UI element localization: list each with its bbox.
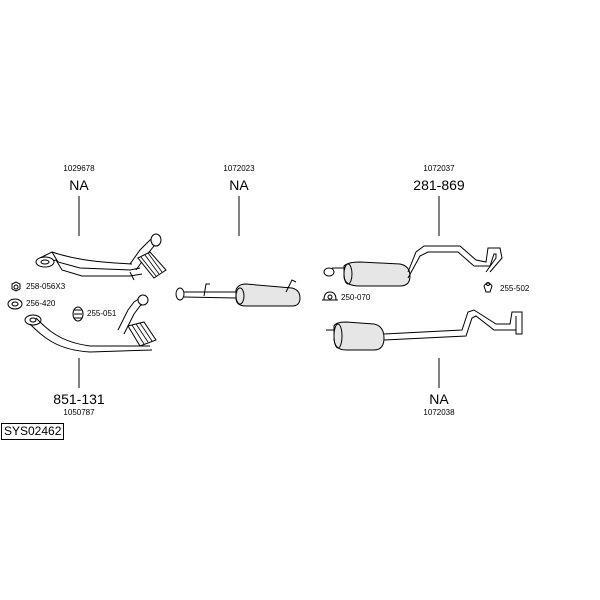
clamp-rear-part [483,282,493,293]
clamp-center-part [322,291,338,301]
center-muffler [175,279,301,307]
system-code-box: SYS02462 [1,423,65,441]
front-pipe-upper-number: NA [69,177,89,193]
rear-muffler-lower-code: 1072038 [423,408,455,417]
gasket-label: 256-420 [26,299,56,308]
front-pipe-upper-code: 1029678 [63,164,95,173]
front-pipe-upper [35,233,167,281]
center-muffler-code: 1072023 [223,164,255,173]
rear-muffler-upper [323,245,503,287]
clamp-front-label: 255-051 [87,309,117,318]
front-pipe-lower-number: 851-131 [53,391,105,407]
rear-muffler-upper-number: 281-869 [413,177,465,193]
clamp-front-part [72,306,84,322]
nut-label: 258-056X3 [26,282,66,291]
gasket-part [7,298,23,310]
front-pipe-lower-code: 1050787 [63,408,95,417]
center-muffler-number: NA [229,177,249,193]
front-pipe-lower [24,294,157,353]
rear-muffler-upper-code: 1072037 [423,164,455,173]
clamp-center-label: 250-070 [341,293,371,302]
rear-muffler-lower-number: NA [429,391,449,407]
clamp-rear-label: 255-502 [500,284,530,293]
nut-part [11,281,21,292]
rear-muffler-lower [326,309,523,351]
